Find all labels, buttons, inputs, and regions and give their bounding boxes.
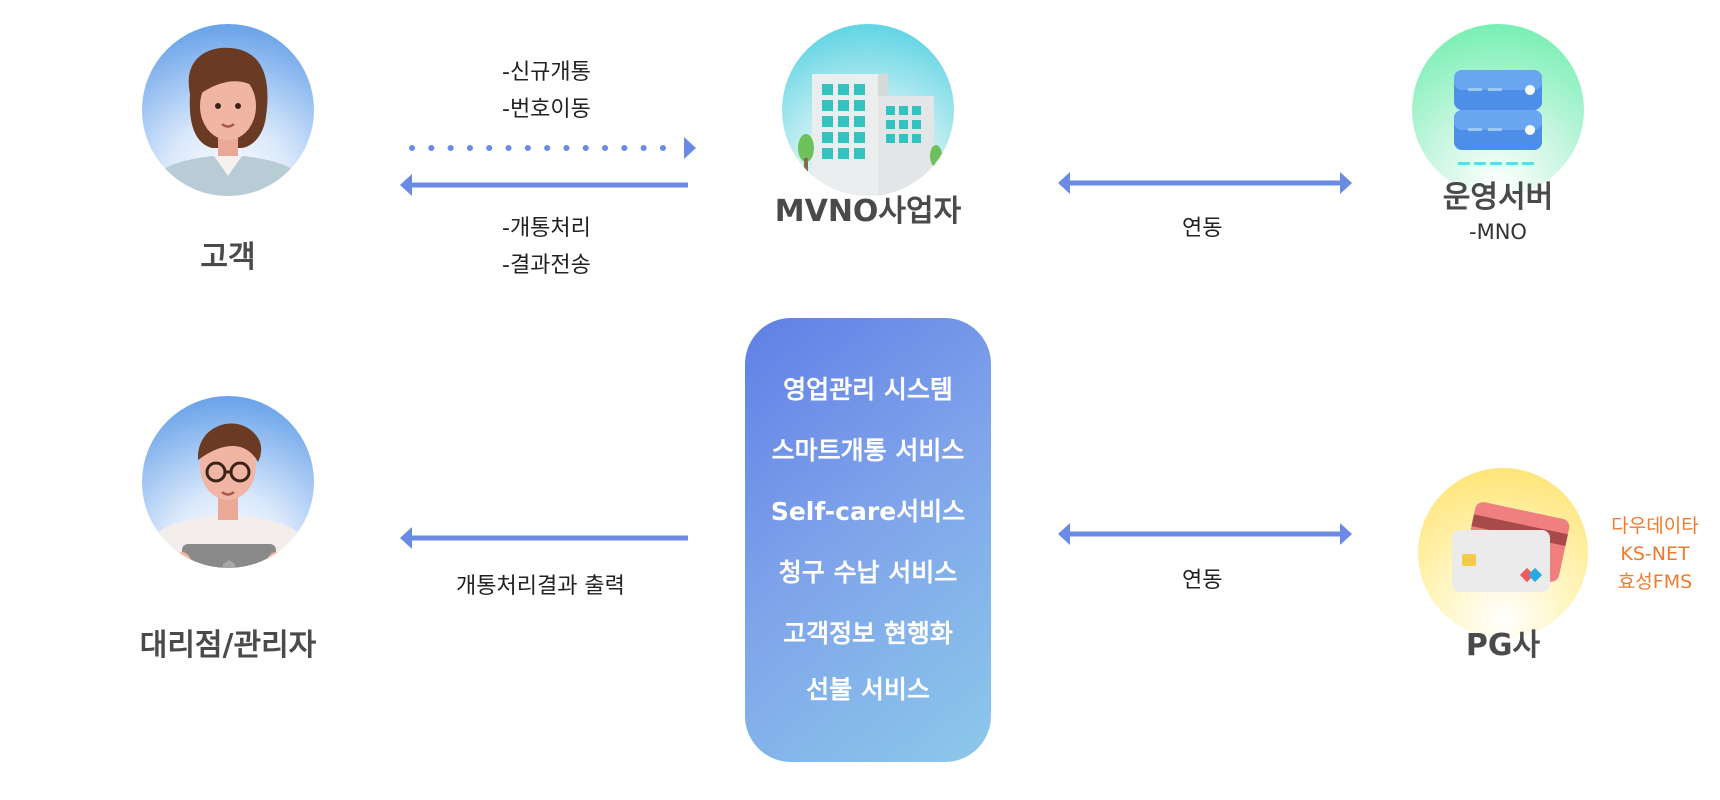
system-pg-label: 연동	[1182, 568, 1223, 593]
service-item: 스마트개통 서비스	[771, 436, 965, 465]
service-item: 선불 서비스	[806, 675, 930, 704]
link-label: -번호이동	[502, 97, 591, 122]
service-item: 청구 수납 서비스	[778, 558, 958, 587]
woman-avatar-icon	[152, 47, 304, 196]
pg-partner: 효성FMS	[1617, 571, 1693, 593]
agency-avatar	[142, 396, 314, 568]
double-arrow-mvno-server	[1058, 172, 1352, 194]
link-label: -결과전송	[502, 253, 591, 278]
mvno-to-customer-labels: -개통처리 -결과전송	[502, 210, 591, 284]
pg-label: PG사	[1465, 628, 1541, 663]
customer-label: 고객	[200, 240, 256, 275]
arrow-mvno-to-customer	[400, 174, 688, 196]
mvno-server-label: 연동	[1182, 216, 1223, 241]
mvno-avatar	[782, 24, 954, 196]
link-label: -신규개통	[502, 60, 591, 85]
server-avatar	[1412, 24, 1584, 196]
server-sublabel: -MNO	[1469, 220, 1527, 244]
service-item: 고객정보 현행화	[783, 619, 953, 648]
pg-partner: KS-NET	[1620, 543, 1690, 565]
system-to-agency-label: 개통처리결과 출력	[456, 574, 625, 599]
server-icon	[1454, 70, 1542, 165]
pg-partner: 다우데이타	[1611, 515, 1699, 537]
service-item: Self-care서비스	[770, 497, 966, 526]
server-label: 운영서버	[1442, 180, 1554, 215]
mvno-label: MVNO사업자	[774, 194, 962, 229]
arrow-system-to-agency	[400, 527, 688, 549]
dotted-arrow-customer-to-mvno	[409, 137, 696, 159]
credit-card-icon	[1452, 502, 1570, 592]
double-arrow-system-pg	[1058, 523, 1352, 545]
pg-avatar	[1418, 468, 1588, 638]
pg-partners: 다우데이타 KS-NET 효성FMS	[1600, 512, 1710, 596]
agency-label: 대리점/관리자	[139, 628, 317, 663]
service-item: 영업관리 시스템	[783, 375, 953, 404]
customer-to-mvno-labels: -신규개통 -번호이동	[502, 54, 591, 128]
man-with-tablet-icon	[150, 423, 306, 568]
building-icon	[798, 74, 942, 196]
sales-system-box: 영업관리 시스템 스마트개통 서비스 Self-care서비스 청구 수납 서비…	[745, 318, 991, 762]
link-label: -개통처리	[502, 216, 591, 241]
customer-avatar	[142, 24, 314, 196]
